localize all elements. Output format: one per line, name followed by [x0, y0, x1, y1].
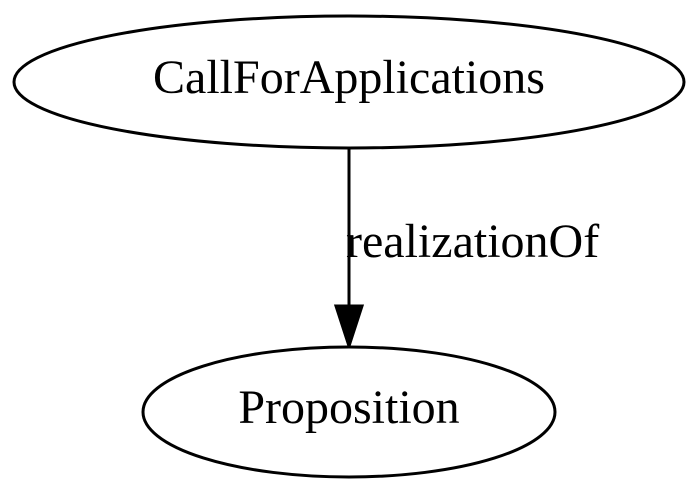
- node-proposition[interactable]: Proposition: [141, 345, 557, 479]
- edge-realizationof-label: realizationOf: [346, 215, 599, 268]
- edge-realizationof[interactable]: realizationOf: [333, 148, 599, 351]
- node-callforapplications-label: CallForApplications: [153, 51, 545, 104]
- edge-arrowhead: [333, 304, 365, 351]
- node-proposition-label: Proposition: [238, 381, 459, 434]
- node-proposition-shape: [141, 345, 557, 479]
- node-callforapplications[interactable]: CallForApplications: [12, 14, 686, 150]
